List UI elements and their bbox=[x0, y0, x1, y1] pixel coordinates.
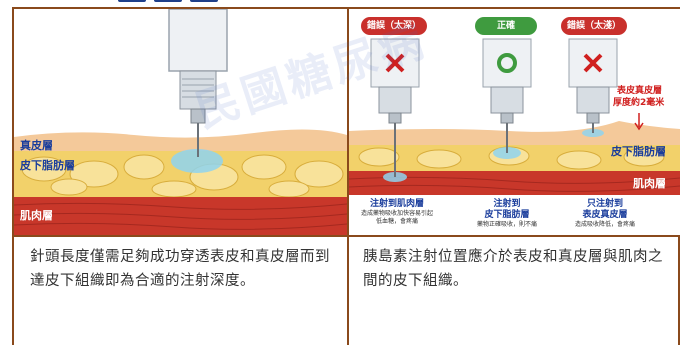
muscle-injection-detail: 造成藥物吸收加快容易引起低血糖，會疼痛 bbox=[360, 210, 433, 225]
right-muscle-label: 肌肉層 bbox=[633, 177, 666, 190]
comparison-table: 真皮層 皮下脂肪層 肌肉層 bbox=[12, 7, 680, 345]
column-divider bbox=[347, 9, 349, 345]
subcutaneous-injection-title-2: 皮下脂肪層 bbox=[484, 210, 530, 220]
epidermis-thickness-line1: 表皮真皮層 bbox=[617, 86, 663, 96]
epidermis-injection-title-2: 表皮真皮層 bbox=[582, 210, 628, 220]
subcutaneous-label: 皮下脂肪層 bbox=[20, 159, 75, 172]
epidermis-injection-detail: 造成吸收降低，會疼痛 bbox=[574, 221, 635, 228]
right-subcutaneous-label: 皮下脂肪層 bbox=[611, 145, 666, 158]
muscle-injection-title: 注射到肌肉層 bbox=[369, 199, 424, 209]
epidermis-injection-title-1: 只注射到 bbox=[586, 199, 623, 209]
epidermis-injection-note: 只注射到 表皮真皮層 造成吸收降低，會疼痛 bbox=[563, 199, 647, 229]
left-caption: 針頭長度僅需足夠成功穿透表皮和真皮層而到達皮下組織即為合適的注射深度。 bbox=[30, 249, 330, 289]
correct-badge: 正確 bbox=[475, 17, 537, 35]
syringe-icon bbox=[168, 9, 228, 157]
left-illustration: 真皮層 皮下脂肪層 肌肉層 bbox=[14, 9, 347, 235]
insulin-deposit bbox=[171, 149, 223, 173]
skin-cross-section-left bbox=[14, 9, 347, 235]
right-illustration: 錯誤（太深） 正確 錯誤（太淺） 表皮真皮層 厚度約2毫米 皮下脂肪層 肌肉層 … bbox=[349, 9, 680, 235]
too-shallow-badge: 錯誤（太淺） bbox=[561, 17, 627, 35]
too-deep-badge: 錯誤（太深） bbox=[361, 17, 427, 35]
subcutaneous-injection-note: 注射到 皮下脂肪層 藥物正確吸收，則不痛 bbox=[465, 199, 549, 229]
muscle-injection-note: 注射到肌肉層 造成藥物吸收加快容易引起低血糖，會疼痛 bbox=[359, 199, 435, 226]
muscle-layer bbox=[14, 197, 347, 235]
muscle-label: 肌肉層 bbox=[20, 209, 53, 222]
syringe-too-deep-icon bbox=[370, 38, 420, 177]
syringe-too-shallow-icon bbox=[568, 38, 618, 133]
row-divider bbox=[14, 235, 678, 237]
subcutaneous-injection-title-1: 注射到 bbox=[493, 199, 521, 209]
right-caption: 胰島素注射位置應介於表皮和真皮層與肌肉之間的皮下組織。 bbox=[363, 249, 663, 289]
dermis-layer bbox=[14, 129, 347, 151]
title-banner-fragment bbox=[118, 0, 258, 6]
syringe-correct-icon bbox=[482, 38, 532, 153]
dermis-label: 真皮層 bbox=[20, 139, 53, 152]
skin-cross-section-right bbox=[349, 9, 680, 235]
epidermis-thickness-line2: 厚度約2毫米 bbox=[613, 98, 665, 108]
subcutaneous-injection-detail: 藥物正確吸收，則不痛 bbox=[476, 221, 537, 228]
